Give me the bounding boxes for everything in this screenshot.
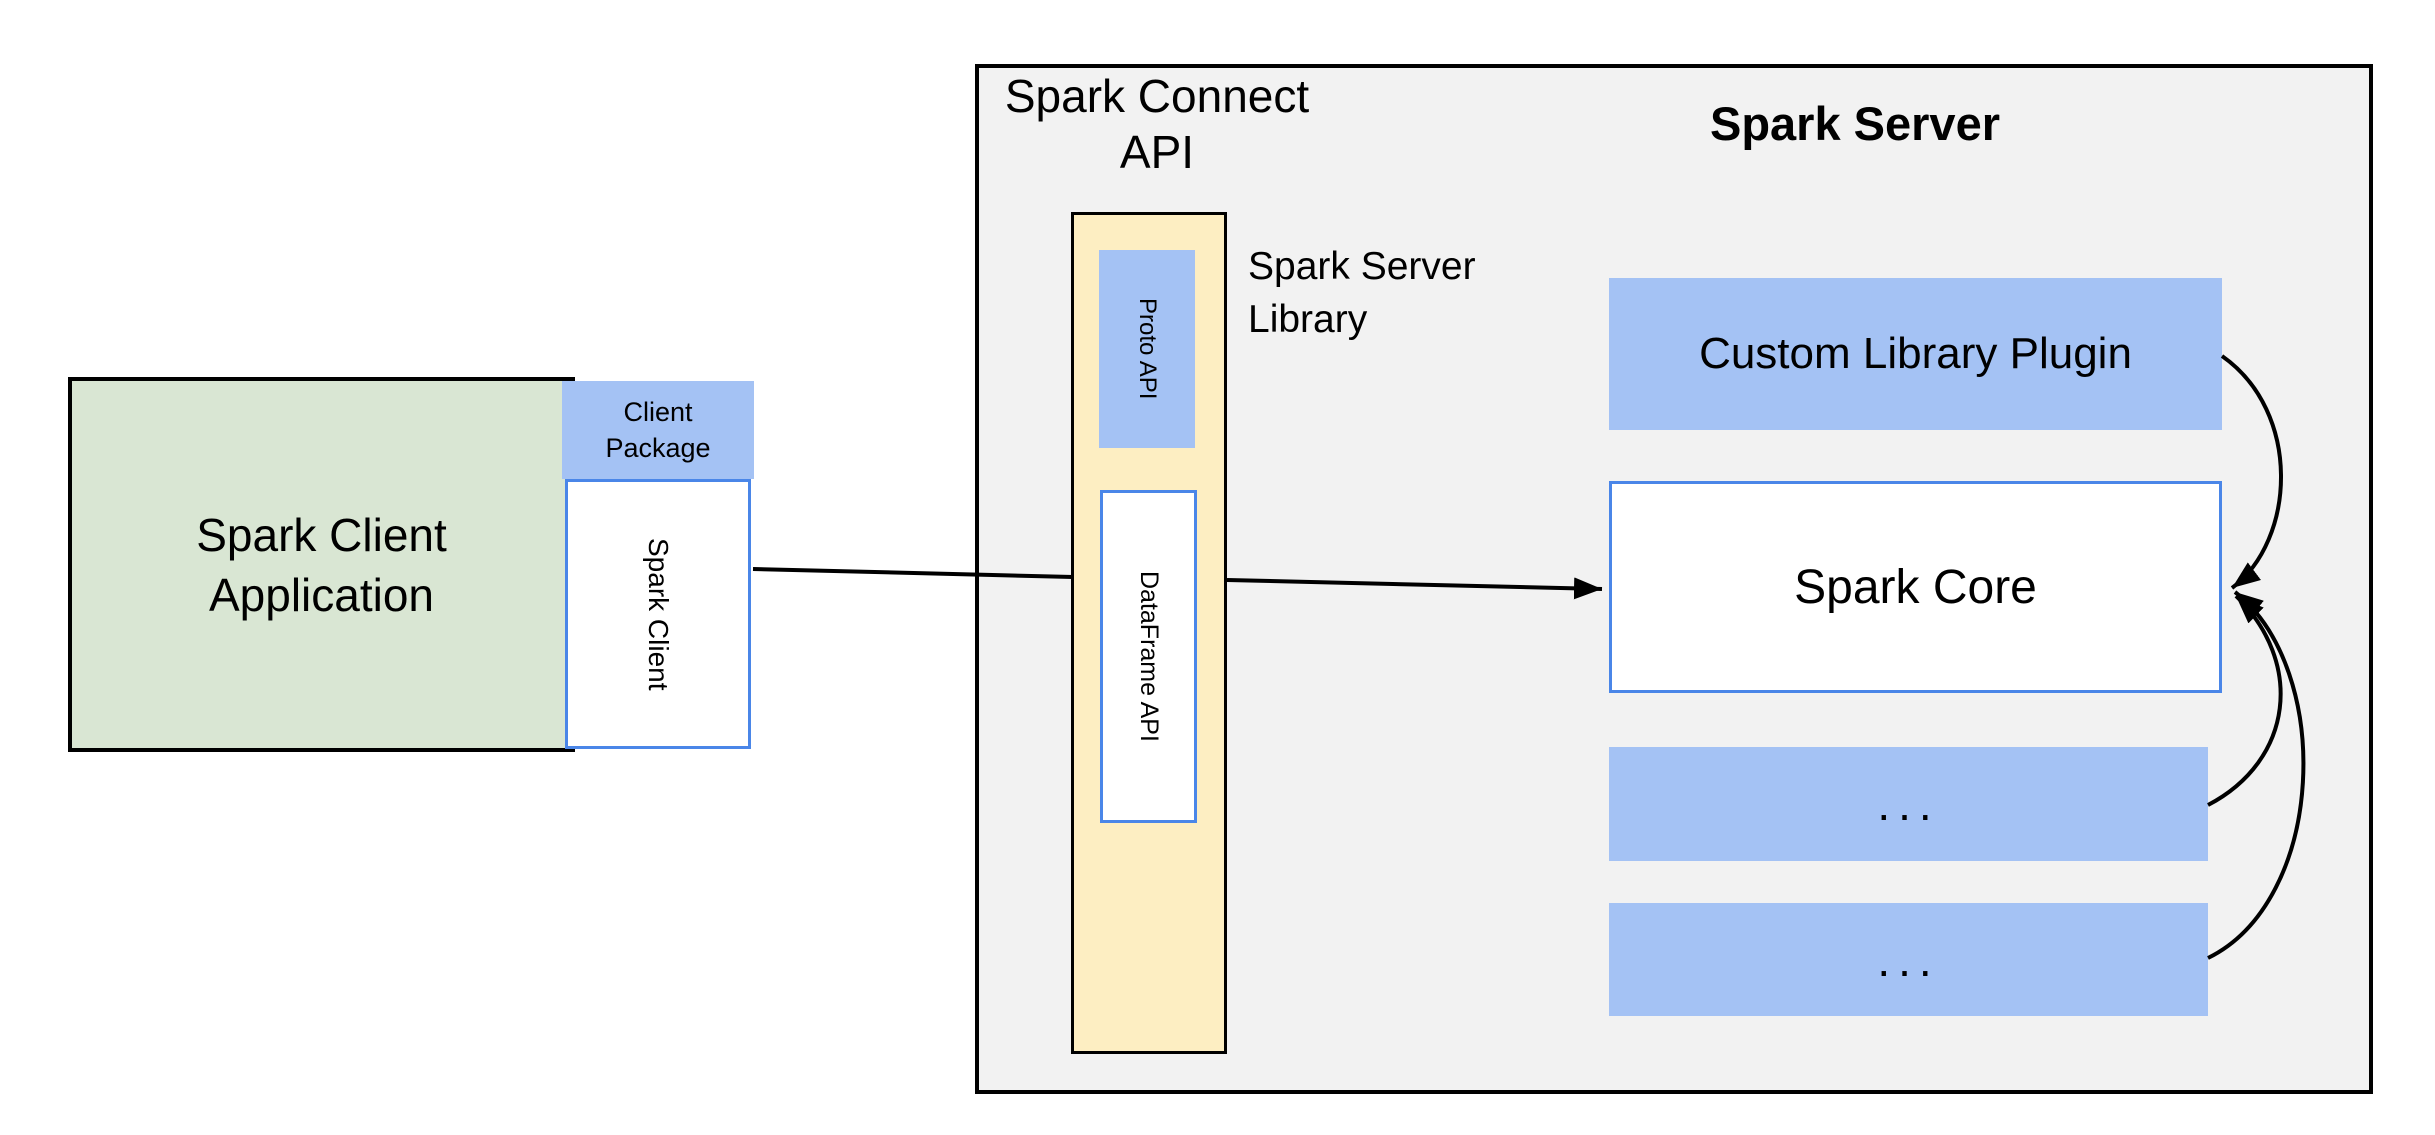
spark-client-box: Spark Client xyxy=(565,479,751,749)
module-placeholder-box-1: ... xyxy=(1609,747,2208,861)
spark-client-application-box: Spark Client Application xyxy=(68,377,575,752)
module-placeholder-label-2: ... xyxy=(1877,933,1940,986)
spark-client-application-label: Spark Client Application xyxy=(196,508,447,621)
client-package-label: Client Package xyxy=(605,397,711,463)
spark-server-title: Spark Server xyxy=(1709,97,2001,150)
spark-client-label: Spark Client xyxy=(643,537,674,691)
dataframe-api-label: DataFrame API xyxy=(1135,571,1163,742)
spark-connect-api-label: Spark Connect API xyxy=(1004,70,1310,178)
spark-core-label: Spark Core xyxy=(1794,560,2037,614)
spark-server-library-label: Spark Server Library xyxy=(1248,245,1476,341)
dataframe-api-box: DataFrame API xyxy=(1100,490,1197,823)
custom-library-plugin-box: Custom Library Plugin xyxy=(1609,278,2222,430)
custom-library-plugin-label: Custom Library Plugin xyxy=(1699,329,2132,378)
module-placeholder-label-1: ... xyxy=(1877,778,1940,830)
spark-core-box: Spark Core xyxy=(1609,481,2222,693)
client-package-box: Client Package xyxy=(562,381,754,479)
proto-api-box: Proto API xyxy=(1099,250,1195,448)
module-placeholder-box-2: ... xyxy=(1609,903,2208,1016)
proto-api-label: Proto API xyxy=(1134,298,1161,400)
